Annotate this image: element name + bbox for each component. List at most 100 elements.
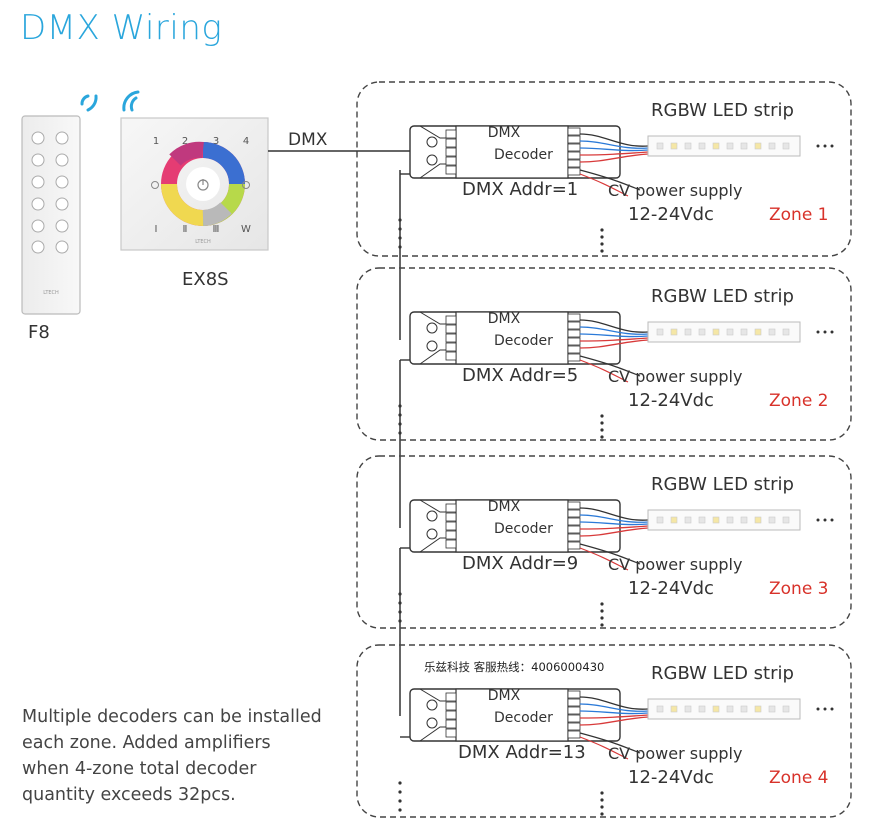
- dmx-wire: [419, 726, 446, 742]
- output-wire: [579, 319, 649, 333]
- continuation-dot: [816, 330, 820, 334]
- led-chip-icon: [768, 516, 776, 524]
- terminal: [445, 710, 457, 720]
- led-chip-icon: [726, 516, 734, 524]
- dmx-wire: [419, 125, 446, 139]
- led-chip-icon: [712, 142, 720, 150]
- led-chip-icon: [684, 328, 692, 336]
- footnote: Multiple decoders can be installed each …: [22, 707, 322, 805]
- continuation-dot: [823, 518, 827, 522]
- terminal: [567, 167, 581, 176]
- output-wire: [579, 147, 649, 152]
- led-chip-icon: [684, 516, 692, 524]
- continuation-dot: [600, 421, 604, 425]
- zone-label: Zone 1: [769, 205, 829, 225]
- zone-4: [356, 644, 852, 818]
- continuation-dot: [600, 805, 604, 809]
- terminal: [445, 324, 457, 334]
- continuation-dot: [398, 808, 402, 812]
- led-strip: [647, 135, 801, 157]
- terminal: [445, 351, 457, 361]
- continuation-dot: [600, 414, 604, 418]
- power-wire: [579, 169, 641, 191]
- zone-3: [356, 455, 852, 629]
- rj45-port-icon: [426, 322, 438, 334]
- decoder-address: DMX Addr=5: [462, 365, 579, 386]
- led-chip-icon: [782, 142, 790, 150]
- terminal: [445, 530, 457, 540]
- page-title: DMX Wiring: [20, 8, 223, 48]
- power-wire: [579, 359, 629, 383]
- led-chip-icon: [726, 142, 734, 150]
- terminal: [445, 719, 457, 729]
- led-chip-icon: [726, 328, 734, 336]
- led-chip-icon: [754, 328, 762, 336]
- power-wire: [579, 355, 641, 377]
- led-chip-icon: [712, 328, 720, 336]
- decoder-subtitle: Decoder: [494, 521, 553, 537]
- led-strip: [647, 321, 801, 343]
- led-chip-icon: [670, 516, 678, 524]
- terminal: [567, 321, 581, 330]
- continuation-dot: [398, 218, 402, 222]
- zone-boundary: [356, 267, 852, 441]
- zone-label: Zone 3: [769, 579, 829, 599]
- terminal: [567, 143, 581, 152]
- continuation-dot: [816, 144, 820, 148]
- panel-button-w: W: [241, 224, 251, 235]
- output-wire: [579, 337, 649, 342]
- rj45-port-icon: [426, 528, 438, 540]
- output-wire: [579, 521, 649, 526]
- led-chip-icon: [712, 705, 720, 713]
- zone-boundary: [356, 455, 852, 629]
- voltage-label: 12-24Vdc: [628, 390, 714, 411]
- output-wire: [579, 710, 649, 715]
- led-chip-icon: [740, 516, 748, 524]
- terminal: [567, 135, 581, 144]
- terminal: [567, 730, 581, 739]
- led-chip-icon: [754, 705, 762, 713]
- led-chip-icon: [670, 705, 678, 713]
- terminal: [445, 692, 457, 702]
- decoder-address: DMX Addr=1: [462, 179, 579, 200]
- terminal: [567, 525, 581, 534]
- terminal: [567, 501, 581, 510]
- terminal: [445, 147, 457, 157]
- terminal: [445, 539, 457, 549]
- remote-label: F8: [28, 322, 50, 343]
- continuation-dot: [823, 707, 827, 711]
- decoder-address: DMX Addr=9: [462, 553, 579, 574]
- terminal: [445, 728, 457, 738]
- decoder-label-panel: [455, 311, 569, 365]
- power-wire: [579, 173, 629, 197]
- continuation-dot: [823, 330, 827, 334]
- led-chip-icon: [712, 516, 720, 524]
- rj45-port-icon: [426, 510, 438, 522]
- decoder-label-panel: [455, 499, 569, 553]
- led-chip-icon: [782, 516, 790, 524]
- led-chip-icon: [656, 142, 664, 150]
- led-chip-icon: [768, 705, 776, 713]
- continuation-dot: [600, 798, 604, 802]
- watermark-text: 乐兹科技 客服热线：4006000430: [424, 660, 605, 674]
- continuation-dot: [600, 435, 604, 439]
- continuation-dot: [398, 610, 402, 614]
- led-chip-icon: [768, 328, 776, 336]
- panel-label: EX8S: [182, 269, 229, 290]
- output-wire: [579, 703, 649, 712]
- rj45-port-icon: [426, 717, 438, 729]
- led-chip-icon: [754, 142, 762, 150]
- terminal: [567, 127, 581, 136]
- zones-layer: [356, 81, 852, 818]
- power-supply-label: CV power supply: [608, 181, 743, 200]
- continuation-dot: [823, 144, 827, 148]
- led-chip-icon: [656, 516, 664, 524]
- voltage-label: 12-24Vdc: [628, 767, 714, 788]
- continuation-dot: [398, 227, 402, 231]
- dmx-wire: [419, 163, 446, 179]
- terminal: [567, 722, 581, 731]
- continuation-dot: [600, 812, 604, 816]
- continuation-dot: [600, 623, 604, 627]
- terminal: [445, 156, 457, 166]
- led-chip-icon: [698, 328, 706, 336]
